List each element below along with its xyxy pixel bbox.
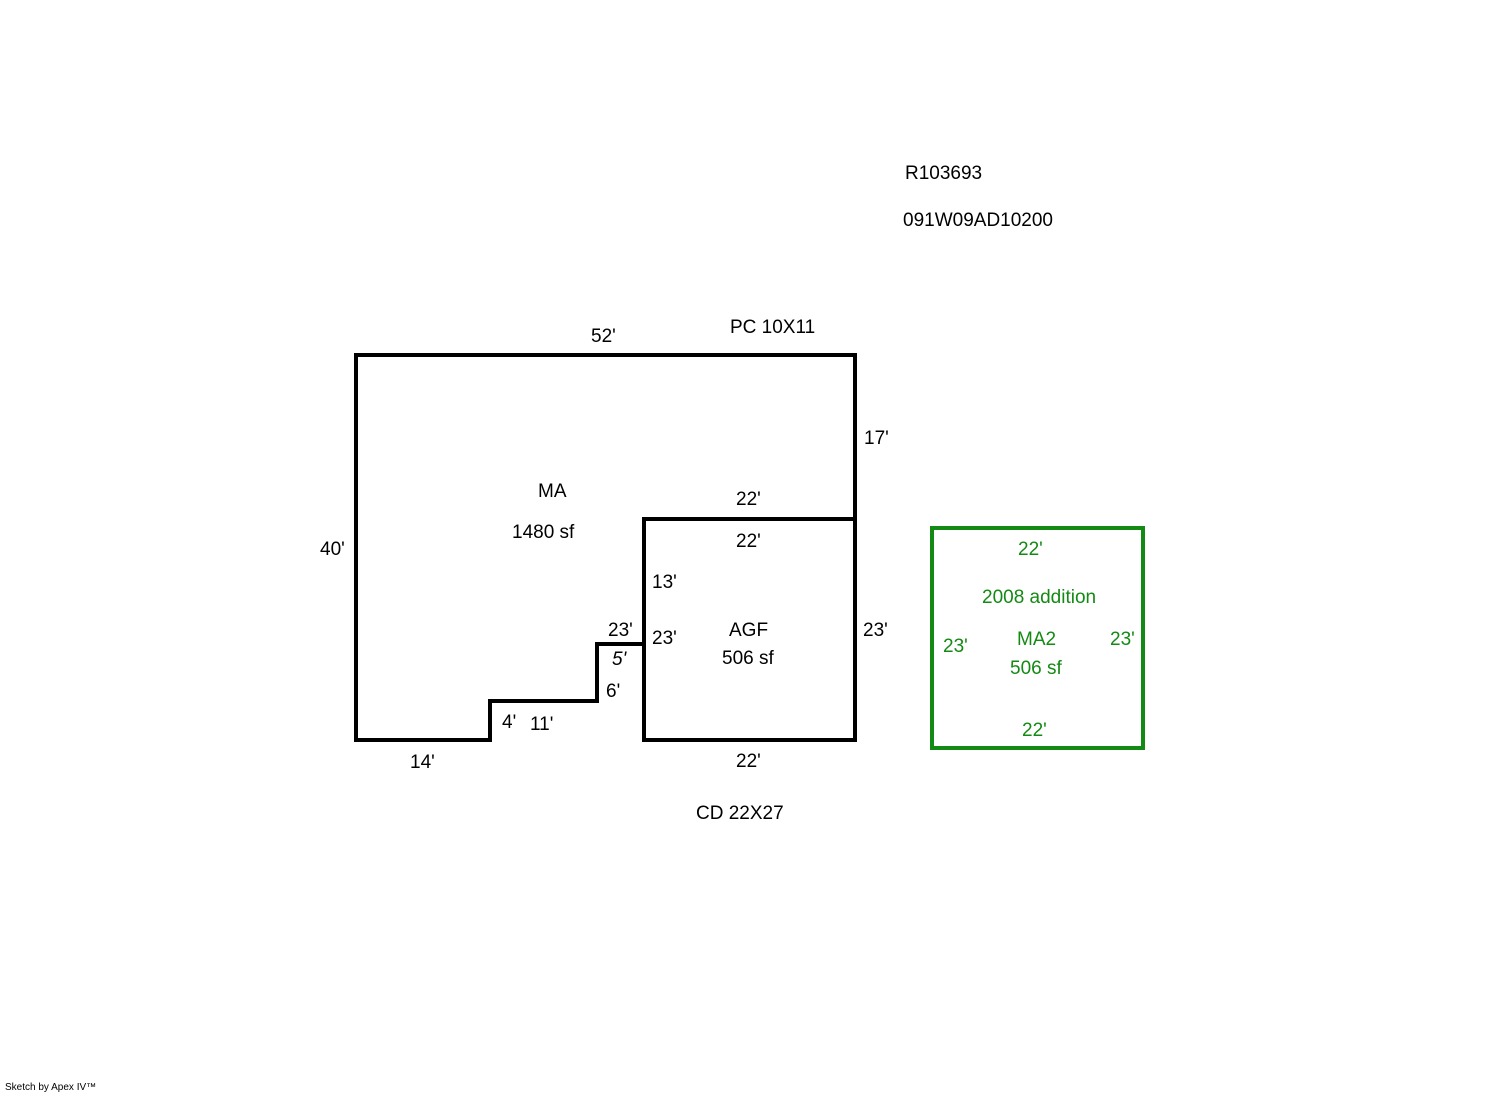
addition-size: 506 sf — [1010, 658, 1062, 679]
dim-main-inner-23: 23' — [608, 620, 633, 641]
garage-outline — [642, 517, 857, 742]
parcel-id: 091W09AD10200 — [903, 210, 1053, 231]
deck-label: CD 22X27 — [696, 803, 784, 824]
addition-outline — [930, 526, 1145, 750]
main-area-label: MA — [538, 481, 567, 502]
sketch-credit: Sketch by Apex IV™ — [5, 1082, 96, 1093]
dim-step-rise-4: 4' — [502, 712, 516, 733]
dim-step-run-11: 11' — [530, 714, 553, 735]
dim-garage-bottom: 22' — [736, 751, 761, 772]
dim-addition-top: 22' — [1018, 539, 1043, 560]
dim-main-inner-13: 13' — [652, 572, 677, 593]
addition-label: MA2 — [1017, 629, 1056, 650]
main-area-size: 1480 sf — [512, 522, 575, 543]
dim-main-left: 40' — [320, 539, 345, 560]
dim-addition-bottom: 22' — [1022, 720, 1047, 741]
dim-addition-left: 23' — [943, 636, 968, 657]
dim-main-bottom-left: 14' — [410, 752, 435, 773]
addition-title: 2008 addition — [982, 587, 1096, 608]
dim-main-inner-top: 22' — [736, 489, 761, 510]
dim-main-right-upper: 17' — [864, 428, 889, 449]
garage-size: 506 sf — [722, 648, 774, 669]
dim-garage-right: 23' — [863, 620, 888, 641]
garage-label: AGF — [729, 620, 768, 641]
porch-label: PC 10X11 — [730, 317, 815, 338]
dim-addition-right: 23' — [1110, 629, 1135, 650]
dim-garage-top: 22' — [736, 531, 761, 552]
dim-main-top: 52' — [591, 326, 616, 347]
dim-step-rise-6: 6' — [606, 681, 620, 702]
dim-garage-left: 23' — [652, 628, 677, 649]
dim-step-run-5: 5' — [612, 649, 628, 670]
record-id: R103693 — [905, 163, 982, 184]
main-area-outline — [354, 353, 857, 742]
